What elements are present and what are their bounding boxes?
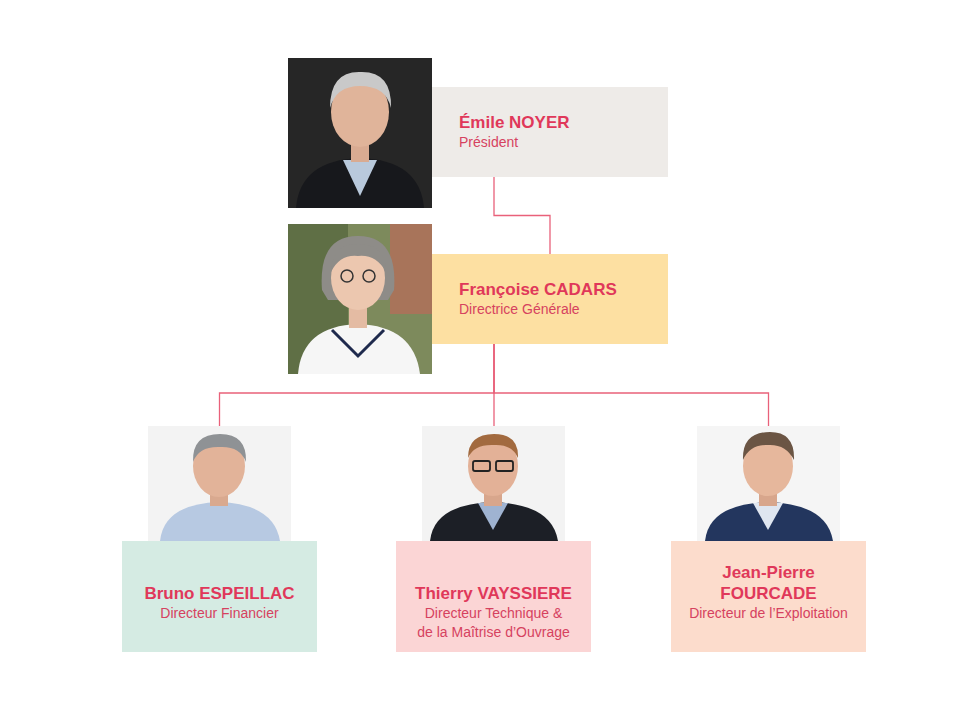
portrait-photo xyxy=(288,58,432,208)
job-title: Directeur Financier xyxy=(130,604,309,623)
org-box: Émile NOYERPrésident xyxy=(432,87,668,177)
portrait-photo xyxy=(697,426,840,541)
job-title: Directeur de l’Exploitation xyxy=(679,604,858,623)
person-name: Bruno ESPEILLAC xyxy=(130,541,309,604)
job-title: Président xyxy=(459,133,658,152)
person-name: Thierry VAYSSIERE xyxy=(404,541,583,604)
portrait-photo xyxy=(422,426,565,541)
org-box: Jean-Pierre FOURCADEDirecteur de l’Explo… xyxy=(671,541,866,652)
job-title: Directrice Générale xyxy=(459,300,658,319)
person-name: Émile NOYER xyxy=(459,112,658,133)
portrait-photo xyxy=(288,224,432,374)
person-name: Jean-Pierre FOURCADE xyxy=(679,541,858,604)
job-title: Directeur Technique & de la Maîtrise d’O… xyxy=(416,604,572,642)
org-connector xyxy=(494,177,550,254)
portrait-photo xyxy=(148,426,291,541)
org-box: Thierry VAYSSIEREDirecteur Technique & d… xyxy=(396,541,591,652)
org-box: Françoise CADARSDirectrice Générale xyxy=(432,254,668,344)
person-name: Françoise CADARS xyxy=(459,279,658,300)
org-box: Bruno ESPEILLACDirecteur Financier xyxy=(122,541,317,652)
